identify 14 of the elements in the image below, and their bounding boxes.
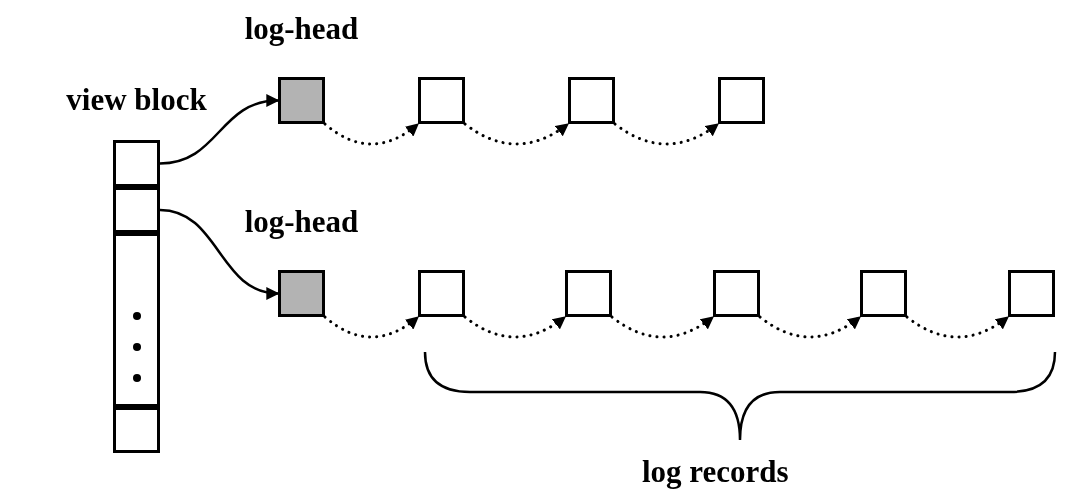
- dotted-arrow: [463, 122, 570, 146]
- dotted-arrow: [463, 315, 567, 339]
- dotted-arrow: [613, 122, 720, 146]
- heading-label: log-head: [243, 13, 360, 44]
- heading-label: log-head: [243, 206, 360, 237]
- dotted-arrow: [758, 315, 862, 339]
- dotted-arrow: [323, 122, 420, 146]
- dotted-arrow: [905, 315, 1010, 339]
- dotted-arrow: [610, 315, 715, 339]
- arrow: [158, 208, 280, 299]
- dotted-arrow: [323, 315, 420, 339]
- heading-label: view block: [65, 84, 208, 115]
- group-label: log records: [642, 456, 789, 487]
- arrow: [158, 95, 280, 165]
